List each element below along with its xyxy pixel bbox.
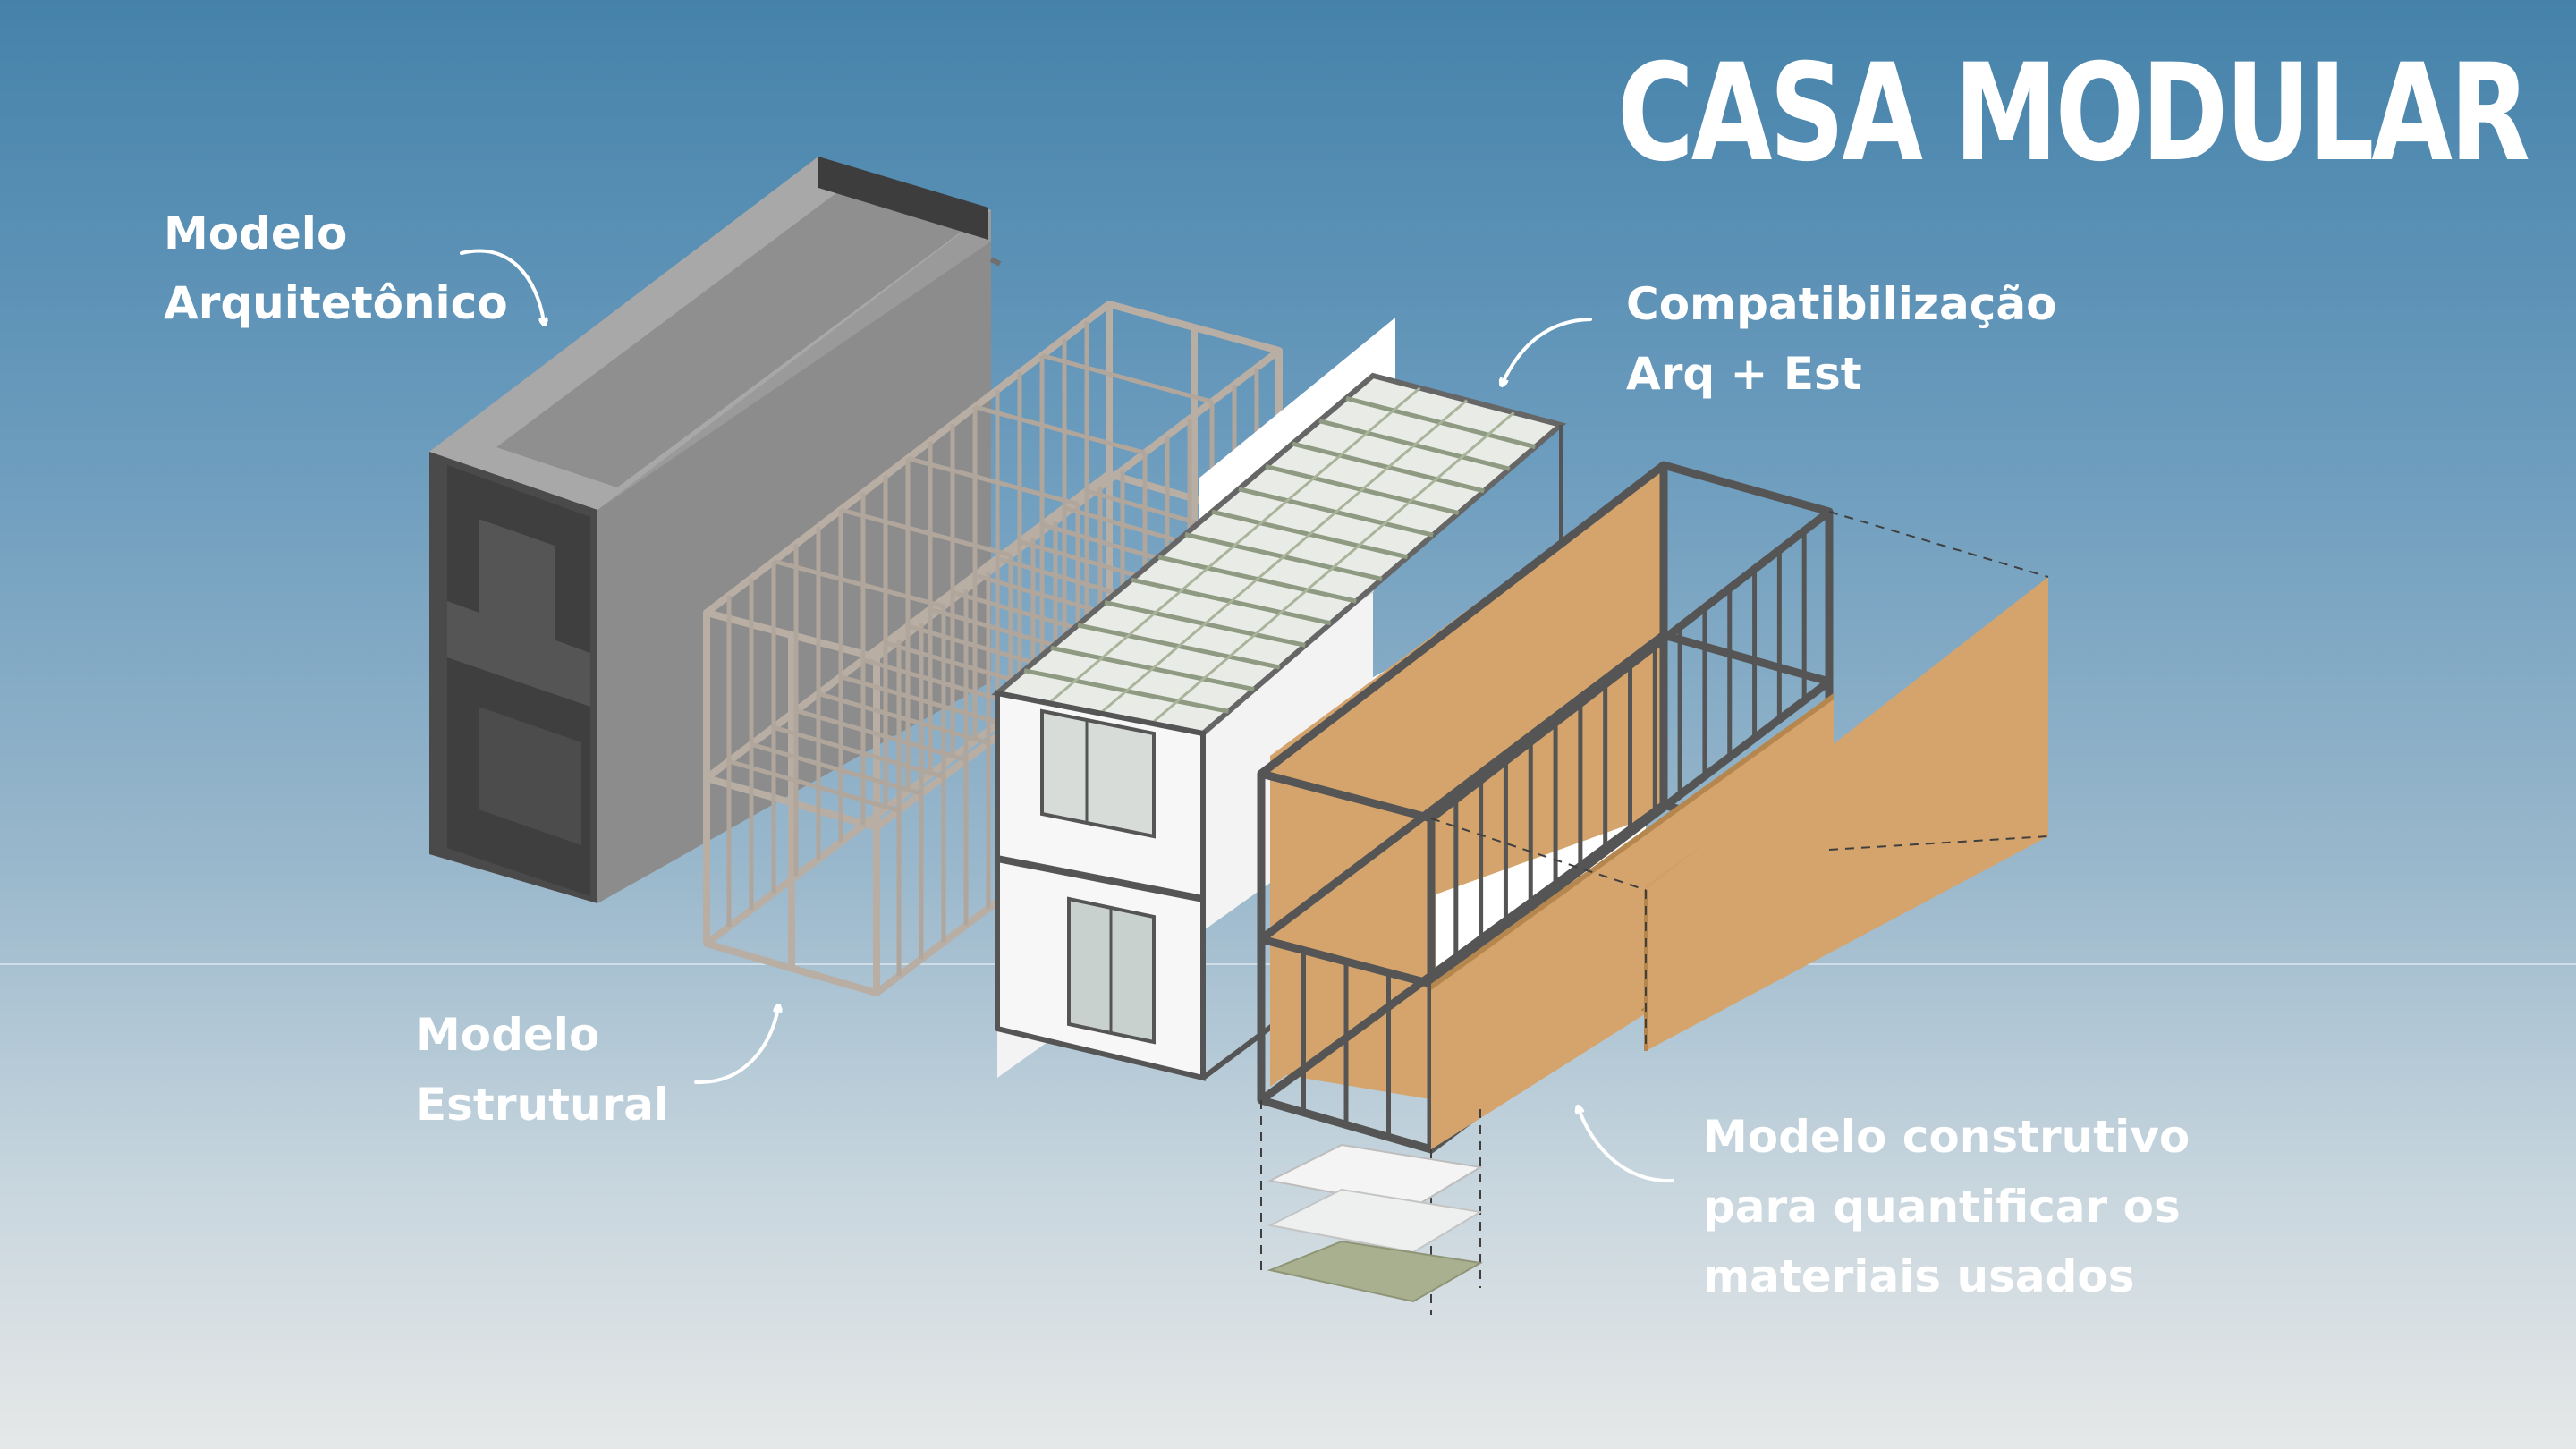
label-line: Modelo (416, 1009, 600, 1061)
block-edge-detail (989, 257, 1002, 267)
label-line: Arquitetônico (164, 277, 508, 329)
cframe-studs (1301, 530, 1807, 1138)
frame-joist (795, 708, 967, 762)
frame-joist (773, 724, 945, 779)
roof-purlins (1047, 386, 1515, 724)
label-constructive-model: Modelo construtivo para quantificar os m… (1703, 1102, 2190, 1311)
label-line: Modelo construtivo (1703, 1111, 2190, 1163)
block-top-opening (818, 157, 988, 240)
floor-layer-board (1267, 1188, 1483, 1254)
frame-joist (750, 741, 922, 796)
label-architectural-model: Modelo Arquitetônico (164, 199, 508, 338)
label-compatibilization: Compatibilização Arq + Est (1626, 269, 2057, 409)
roof-purlin (1099, 399, 1468, 715)
osb-outer-wall-lower (1431, 693, 1834, 1149)
frame-joist (1041, 353, 1213, 404)
block-upper-window (479, 519, 555, 644)
curved-arrow-icon (1503, 318, 1592, 383)
frame-joist (728, 758, 900, 813)
page-title: CASA MODULAR (1617, 36, 2530, 191)
label-line: para quantificar os (1703, 1181, 2181, 1233)
roof-purlin (1047, 386, 1421, 705)
osb-outer-wall-lower-edge (1431, 693, 1834, 990)
frame-joist (840, 507, 1012, 558)
frame-joist (818, 691, 989, 745)
osb-interior-wall (1270, 465, 1664, 1087)
frame-joist (974, 404, 1146, 455)
block-floor-band (447, 601, 590, 707)
label-line: Arq + Est (1626, 348, 1862, 400)
dashed-guide (1828, 511, 2049, 578)
constructive-model (1257, 461, 2049, 1315)
floor-layer-base (1267, 1240, 1483, 1303)
block-top-inner (496, 190, 966, 487)
module-floor-beam (996, 855, 1204, 902)
dashed-guide (1828, 835, 2049, 851)
dashed-guide (1430, 818, 1647, 891)
block-lower-door (479, 707, 581, 845)
osb-exploded-panel (1646, 577, 2048, 1051)
frame-joist (840, 674, 1012, 729)
curved-arrow-icon (1579, 1109, 1674, 1183)
label-line: Estrutural (416, 1079, 670, 1131)
roof-purlin (1150, 411, 1515, 724)
label-line: materiais usados (1703, 1250, 2135, 1302)
label-line: Modelo (164, 208, 348, 259)
frame-joist (907, 456, 1079, 506)
label-structural-model: Modelo Estrutural (416, 1000, 669, 1140)
frame-joist (773, 559, 945, 609)
curved-arrow-icon (694, 1008, 778, 1085)
upper-window (1040, 708, 1156, 839)
curved-arrow-icon (460, 249, 544, 322)
label-line: Compatibilização (1626, 278, 2057, 330)
